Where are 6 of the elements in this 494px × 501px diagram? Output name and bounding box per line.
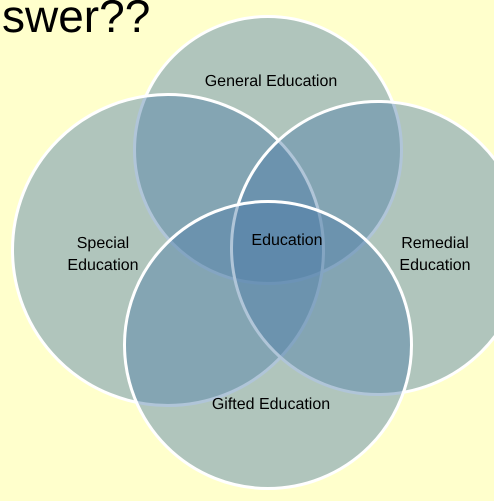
- circle-label: Special Education: [66, 234, 140, 276]
- overlap-label: Education: [250, 231, 324, 251]
- circle-label: General Education: [204, 72, 338, 92]
- circle-label: Gifted Education: [210, 395, 332, 415]
- title: swer??: [2, 0, 150, 44]
- circle-label: Remedial Education: [398, 234, 472, 276]
